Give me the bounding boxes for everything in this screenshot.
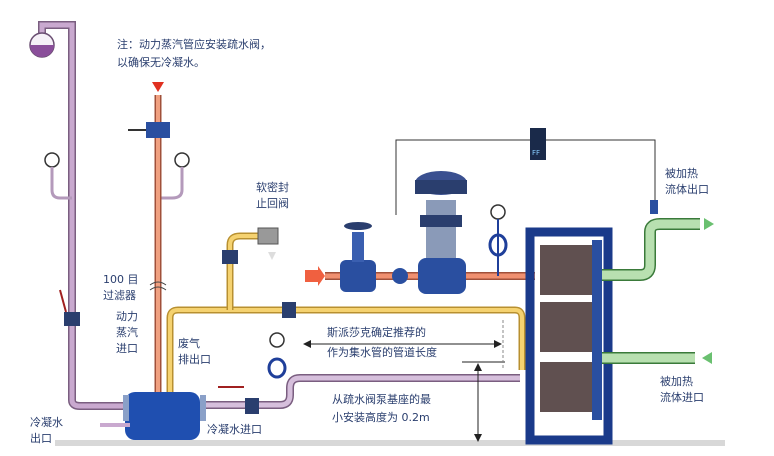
ball-valve-icon — [245, 398, 259, 414]
exhaust-label-1: 废气 — [178, 337, 200, 350]
filter-label-2: 过滤器 — [103, 289, 136, 302]
min-height-label-1: 从疏水阀泵基座的最 — [332, 393, 431, 406]
globe-valve-icon — [340, 222, 408, 292]
ball-valve-icon — [64, 312, 80, 326]
heated-inlet-label-2: 流体进口 — [660, 391, 704, 404]
flow-arrow-icon — [305, 266, 325, 286]
controller-label: FF — [532, 149, 540, 157]
steam-trap-note-line1: 注：动力蒸汽管应安装疏水阀， — [117, 38, 271, 51]
steam-inlet-label-3: 进口 — [116, 342, 138, 355]
spirax-length-label-2: 作为集水管的管道长度 — [327, 346, 437, 359]
flow-arrow-icon — [152, 82, 164, 92]
steam-inlet-label-2: 蒸汽 — [116, 326, 138, 339]
pressure-gauge-icon — [488, 204, 508, 276]
pressure-gauge-icon — [44, 152, 72, 200]
heated-outlet-label-2: 流体出口 — [665, 183, 709, 196]
steam-valve-icon — [146, 122, 170, 138]
flow-arrow-icon — [702, 352, 712, 364]
pressure-gauge-icon — [267, 332, 287, 379]
heated-inlet-label-1: 被加热 — [660, 375, 693, 388]
controller-box — [530, 128, 546, 160]
min-height-label-2: 小安装高度为 0.2m — [332, 411, 430, 424]
steam-inlet-label-1: 动力 — [116, 310, 138, 323]
condensate-inlet-label: 冷凝水进口 — [207, 423, 262, 436]
exhaust-label-2: 排出口 — [178, 353, 211, 366]
filter-label-1: 100 目 — [103, 273, 139, 286]
condensate-outlet-label-1: 冷凝水 — [30, 416, 63, 429]
temperature-sensor-icon — [650, 200, 658, 214]
flow-arrow-icon — [704, 218, 714, 230]
plate-heat-exchanger-icon — [525, 227, 613, 445]
soft-seal-label-2: 止回阀 — [256, 197, 289, 210]
ball-valve-icon — [222, 250, 238, 264]
steam-trap-note-line2: 以确保无冷凝水。 — [117, 56, 205, 69]
soft-seal-label-1: 软密封 — [256, 181, 289, 194]
steam-trap-pump-icon — [100, 392, 206, 440]
soft-seal-check-valve-icon — [257, 227, 279, 245]
control-valve-icon — [415, 171, 467, 294]
pressure-gauge-icon — [160, 152, 190, 200]
floor — [55, 440, 725, 446]
control-signal-line — [395, 139, 656, 215]
heated-outlet-label-1: 被加热 — [665, 167, 698, 180]
spirax-length-label-1: 斯派莎克确定推荐的 — [327, 326, 426, 339]
ball-valve-icon — [282, 302, 296, 318]
condensate-outlet-label-2: 出口 — [30, 432, 52, 445]
